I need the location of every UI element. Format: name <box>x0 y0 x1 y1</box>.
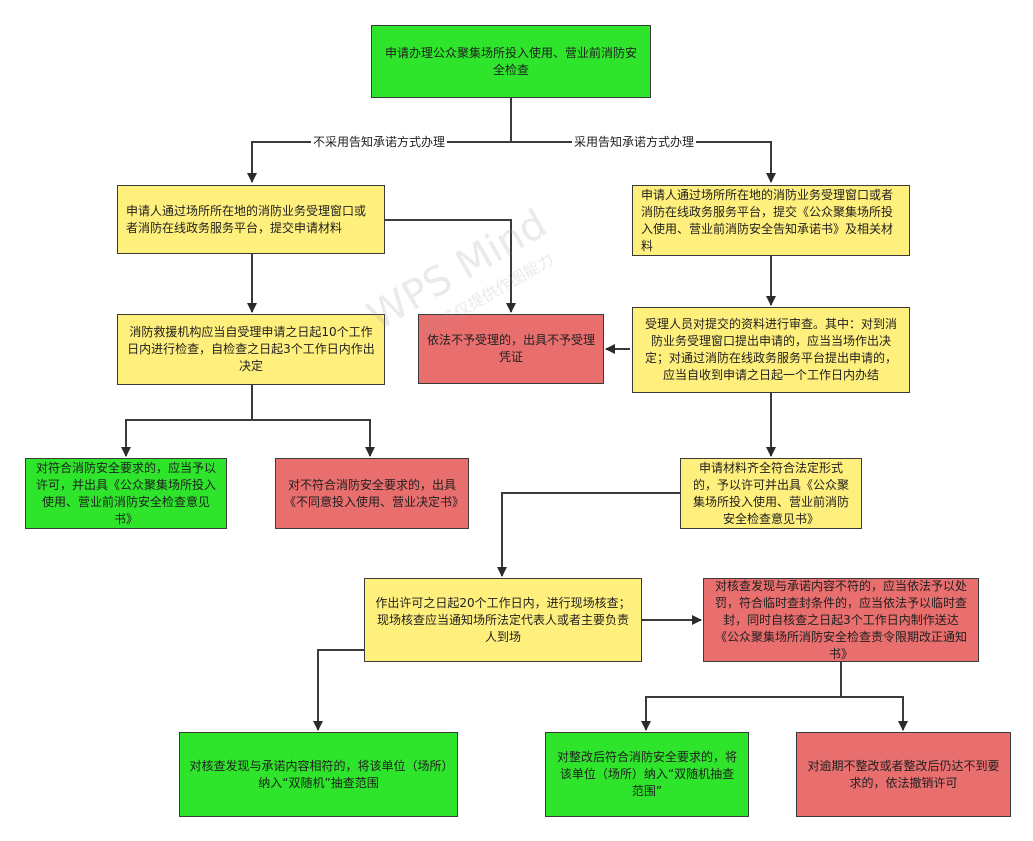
node-complete-text: 申请材料齐全符合法定形式的，予以许可并出具《公众聚集场所投入使用、营业前消防安全… <box>692 460 849 526</box>
node-right-review: 受理人员对提交的资料进行审查。其中：对到消防业务受理窗口提出申请的，应当当场作出… <box>632 307 910 393</box>
node-start-text: 申请办理公众聚集场所投入使用、营业前消防安全检查 <box>384 45 637 77</box>
edge-label-left: 不采用告知承诺方式办理 <box>311 135 448 149</box>
node-rectified-text: 对整改后符合消防安全要求的，将该单位（场所）纳入“双随机抽查范围” <box>556 750 737 798</box>
edge-check-split <box>121 385 253 457</box>
edge-leftsubmit-reject <box>384 219 516 313</box>
node-match: 对核查发现与承诺内容相符的，将该单位（场所）纳入“双随机”抽查范围 <box>179 732 458 817</box>
node-mismatch-text: 对核查发现与承诺内容不符的，应当依法予以处罚，符合临时查封条件的，应当依法予以临… <box>714 578 967 661</box>
node-right-submit-text: 申请人通过场所所在地的消防业务受理窗口或者消防在线政务服务平台，提交《公众聚集场… <box>641 187 894 253</box>
node-left-submit: 申请人通过场所所在地的消防业务受理窗口或者消防在线政务服务平台，提交申请材料 <box>117 185 385 254</box>
node-match-text: 对核查发现与承诺内容相符的，将该单位（场所）纳入“双随机”抽查范围 <box>189 758 448 790</box>
node-start: 申请办理公众聚集场所投入使用、营业前消防安全检查 <box>371 25 651 98</box>
edge-label-right: 采用告知承诺方式办理 <box>572 135 697 149</box>
node-reject-text: 依法不予受理的，出具不予受理凭证 <box>427 333 596 364</box>
edge-complete-onsite <box>497 492 680 577</box>
edge-check-notcomply <box>252 419 375 457</box>
edge-mismatch-split <box>641 662 842 731</box>
node-right-submit: 申请人通过场所所在地的消防业务受理窗口或者消防在线政务服务平台，提交《公众聚集场… <box>632 185 910 256</box>
node-comply: 对符合消防安全要求的，应当予以许可，并出具《公众聚集场所投入使用、营业前消防安全… <box>25 458 227 529</box>
node-left-submit-text: 申请人通过场所所在地的消防业务受理窗口或者消防在线政务服务平台，提交申请材料 <box>126 203 367 235</box>
node-not-comply: 对不符合消防安全要求的，出具《不同意投入使用、营业决定书》 <box>275 458 469 529</box>
node-left-check: 消防救援机构应当自受理申请之日起10个工作日内进行检查，自检查之日起3个工作日内… <box>117 314 385 385</box>
node-not-comply-text: 对不符合消防安全要求的，出具《不同意投入使用、营业决定书》 <box>284 477 465 509</box>
node-left-check-text: 消防救援机构应当自受理申请之日起10个工作日内进行检查，自检查之日起3个工作日内… <box>127 325 375 373</box>
node-comply-text: 对符合消防安全要求的，应当予以许可，并出具《公众聚集场所投入使用、营业前消防安全… <box>35 460 216 526</box>
edge-mismatch-revoke <box>841 696 908 731</box>
node-reject: 依法不予受理的，出具不予受理凭证 <box>418 314 604 384</box>
node-mismatch: 对核查发现与承诺内容不符的，应当依法予以处罚，符合临时查封条件的，应当依法予以临… <box>703 578 979 662</box>
node-revoke-text: 对逾期不整改或者整改后仍达不到要求的，依法撤销许可 <box>807 758 1000 790</box>
node-onsite: 作出许可之日起20个工作日内，进行现场核查；现场核查应当通知场所法定代表人或者主… <box>364 578 642 662</box>
edge-onsite-match <box>313 649 364 731</box>
node-rectified: 对整改后符合消防安全要求的，将该单位（场所）纳入“双随机抽查范围” <box>545 732 749 817</box>
node-revoke: 对逾期不整改或者整改后仍达不到要求的，依法撤销许可 <box>796 732 1011 817</box>
node-onsite-text: 作出许可之日起20个工作日内，进行现场核查；现场核查应当通知场所法定代表人或者主… <box>375 595 631 644</box>
node-right-review-text: 受理人员对提交的资料进行审查。其中：对到消防业务受理窗口提出申请的，应当当场作出… <box>644 317 897 382</box>
node-complete: 申请材料齐全符合法定形式的，予以许可并出具《公众聚集场所投入使用、营业前消防安全… <box>680 458 862 529</box>
